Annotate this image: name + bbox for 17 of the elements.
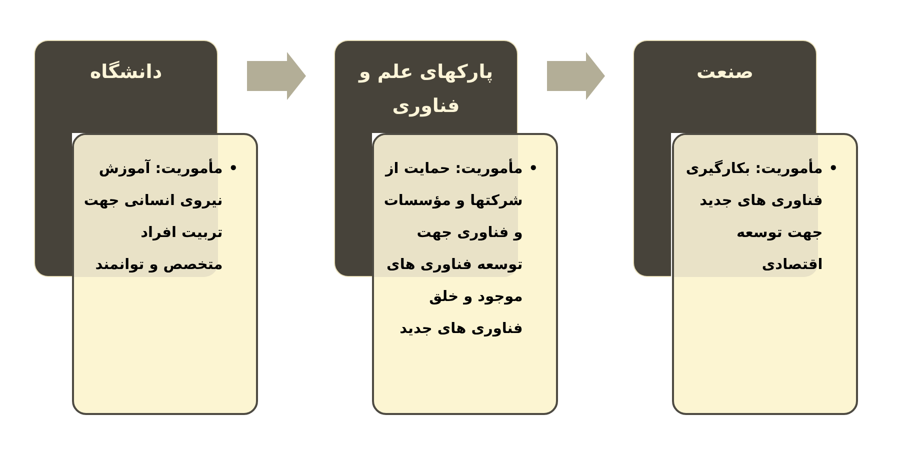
description-card bbox=[372, 133, 558, 415]
bullet-marker: • bbox=[228, 160, 238, 179]
title-card bbox=[633, 40, 817, 133]
bullet-marker: • bbox=[528, 160, 538, 179]
card-title: صنعت bbox=[696, 60, 754, 85]
block-arrow bbox=[247, 52, 306, 100]
card-title: پارکهای علم و فناوری bbox=[357, 60, 494, 119]
bullet-marker: • bbox=[828, 160, 838, 179]
title-card bbox=[334, 40, 518, 133]
card-title: دانشگاه bbox=[90, 60, 162, 85]
description-card bbox=[672, 133, 858, 415]
title-card bbox=[34, 40, 218, 133]
block-arrow bbox=[547, 52, 605, 100]
bullet-text: مأموریت: بکارگیری فناوری های جدید جهت توسعه اقتصادی bbox=[682, 153, 823, 281]
description-card bbox=[72, 133, 258, 415]
bullet-text: مأموریت: حمایت از شرکتها و مؤسسات و فناوری جهت توسعه فناوری های موجود و خلق فناوری های جدید bbox=[382, 153, 523, 345]
bullet-text: مأموریت: آموزش نیروی انسانی جهت تربیت افراد متخصص و توانمند bbox=[82, 153, 223, 281]
